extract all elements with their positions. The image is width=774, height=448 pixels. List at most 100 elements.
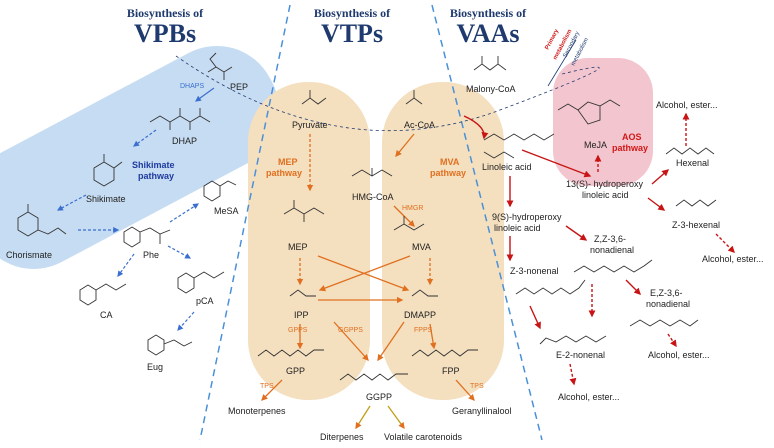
volatile-carotenoids-label: Volatile carotenoids	[384, 432, 463, 442]
malonycoa-label: Malony-CoA	[466, 84, 516, 94]
mep-pathway-label-2: pathway	[266, 168, 302, 178]
z3nonenal-structure-icon	[515, 279, 586, 295]
dhap-label: DHAP	[172, 136, 197, 146]
13hp-label-2: linoleic acid	[582, 190, 629, 200]
dhap-to-shikimate-arrow-icon	[133, 129, 157, 147]
accoa-to-hmgcoa-arrow-icon	[395, 133, 415, 158]
alcohol-ester-bottom-label: Alcohol, ester...	[558, 392, 620, 402]
dhaps-enzyme-label: DHAPS	[180, 83, 204, 90]
fpp-label: FPP	[442, 366, 460, 376]
ggpps-enzyme-label: GGPPS	[338, 327, 363, 334]
eug-structure-icon	[147, 334, 193, 356]
hexenal-label: Hexenal	[676, 158, 709, 168]
right-divider	[431, 4, 543, 441]
dmapp-structure-icon	[411, 289, 438, 297]
vpbs-header-small: Biosynthesis of	[127, 6, 204, 20]
hmgr-enzyme-label: HMGR	[402, 205, 423, 212]
shikimate-pathway-label-2: pathway	[138, 171, 174, 181]
vtps-header-small: Biosynthesis of	[314, 6, 391, 20]
shikimate-pathway-label-1: Shikimate	[132, 160, 175, 170]
zz36-label-1: Z,Z-3,6-	[594, 234, 626, 244]
pep-structure-icon	[207, 52, 233, 80]
alcohol-ester-right-label: Alcohol, ester...	[648, 350, 710, 360]
phe-to-ca-arrow-icon	[117, 253, 135, 277]
ggpp-to-carotenoids-arrow-icon	[387, 405, 405, 430]
ez36-structure-icon	[629, 319, 699, 327]
13hp-to-hexenal-arrow-icon	[651, 169, 670, 185]
zz36-label-2: nonadienal	[590, 245, 634, 255]
mva-pathway-label-2: pathway	[430, 168, 466, 178]
linoleic-acid-structure-icon	[483, 133, 555, 159]
dhap-structure-icon	[149, 108, 211, 130]
left-divider	[199, 4, 291, 441]
shikimate-structure-icon	[93, 154, 123, 187]
shikimate-to-chorismate-arrow-icon	[56, 194, 87, 211]
ipp-label: IPP	[294, 310, 309, 320]
mva-to-ipp-cross-arrow-icon	[318, 255, 411, 292]
ggpp-structure-icon	[339, 373, 408, 381]
ggpp-to-diterpenes-arrow-icon	[355, 405, 371, 430]
dmapp-label: DMAPP	[404, 310, 436, 320]
primary-secondary-divider	[547, 39, 577, 87]
hexenal-structure-icon	[665, 147, 715, 155]
malonycoa-structure-icon	[473, 56, 507, 71]
pep-label: PEP	[230, 82, 248, 92]
diterpenes-label: Diterpenes	[320, 432, 364, 442]
alcohol-ester-mid-label: Alcohol, ester...	[702, 254, 764, 264]
phe-label: Phe	[143, 250, 159, 260]
9hp-label-2: linoleic acid	[494, 223, 541, 233]
13hp-to-z3hexenal-arrow-icon	[647, 197, 666, 211]
ipp-structure-icon	[289, 289, 316, 297]
ez36-label-2: nonadienal	[646, 299, 690, 309]
pyruvate-structure-icon	[301, 90, 327, 105]
primary-secondary-dashed-arc	[175, 55, 600, 131]
fpps-enzyme-label: FPPS	[414, 327, 433, 334]
pca-to-eug-arrow-icon	[177, 311, 195, 331]
zz36-to-ez36-arrow-icon	[625, 279, 641, 295]
malonycoa-to-linoleic-arrow-icon	[463, 115, 489, 140]
vpbs-header-large: VPBs	[134, 19, 196, 48]
aos-pathway-label-1: AOS	[622, 132, 642, 142]
e2nonenal-to-alcohol-arrow-icon	[569, 363, 577, 386]
gpp-label: GPP	[286, 366, 305, 376]
eug-label: Eug	[147, 362, 163, 372]
meja-structure-icon	[557, 99, 621, 125]
9hp-label-1: 9(S)-hydroperoxy	[492, 212, 562, 222]
to-ggpp-arrow-icon	[333, 321, 369, 361]
fpp-to-geranyllinalool-arrow-icon	[455, 379, 475, 401]
pca-label: pCA	[196, 296, 214, 306]
chorismate-structure-icon	[17, 204, 67, 237]
mva-structure-icon	[393, 216, 425, 231]
vaas-header-large: VAAs	[456, 19, 519, 48]
chorismate-label: Chorismate	[6, 250, 52, 260]
z3hexenal-label: Z-3-hexenal	[672, 220, 720, 230]
fpp-structure-icon	[411, 349, 478, 357]
z3hexenal-structure-icon	[675, 199, 717, 207]
monoterpenes-label: Monoterpenes	[228, 406, 286, 416]
shikimate-label: Shikimate	[86, 194, 126, 204]
13hp-label-1: 13(S)- hydroperoxy	[566, 179, 644, 189]
mva-label: MVA	[412, 242, 431, 252]
hmgcoa-structure-icon	[351, 168, 393, 177]
gpps-enzyme-label: GPPS	[288, 327, 308, 334]
accoa-structure-icon	[405, 90, 423, 105]
gpp-structure-icon	[257, 349, 324, 357]
zz36-structure-icon	[573, 259, 653, 273]
ca-label: CA	[100, 310, 113, 320]
vaas-header-small: Biosynthesis of	[450, 6, 527, 20]
meja-background	[553, 58, 653, 186]
pyruvate-label: Pyruvate	[292, 120, 328, 130]
9hp-to-zz36-arrow-icon	[565, 225, 588, 241]
e2nonenal-label: E-2-nonenal	[556, 350, 605, 360]
dmapp-to-ggpp-arrow-icon	[377, 321, 405, 362]
linoleic-to-13hp-arrow-icon	[521, 149, 592, 178]
mep-label: MEP	[288, 242, 308, 252]
ca-structure-icon	[79, 283, 127, 306]
gpp-to-monoterpenes-arrow-icon	[261, 379, 283, 401]
vtps-header-large: VTPs	[321, 19, 383, 48]
mep-pathway-label-1: MEP	[278, 157, 298, 167]
ggpp-label: GGPP	[366, 392, 392, 402]
accoa-label: Ac-CoA	[404, 120, 435, 130]
phe-structure-icon	[123, 226, 171, 248]
z3hexenal-to-alcohol-arrow-icon	[715, 233, 735, 253]
